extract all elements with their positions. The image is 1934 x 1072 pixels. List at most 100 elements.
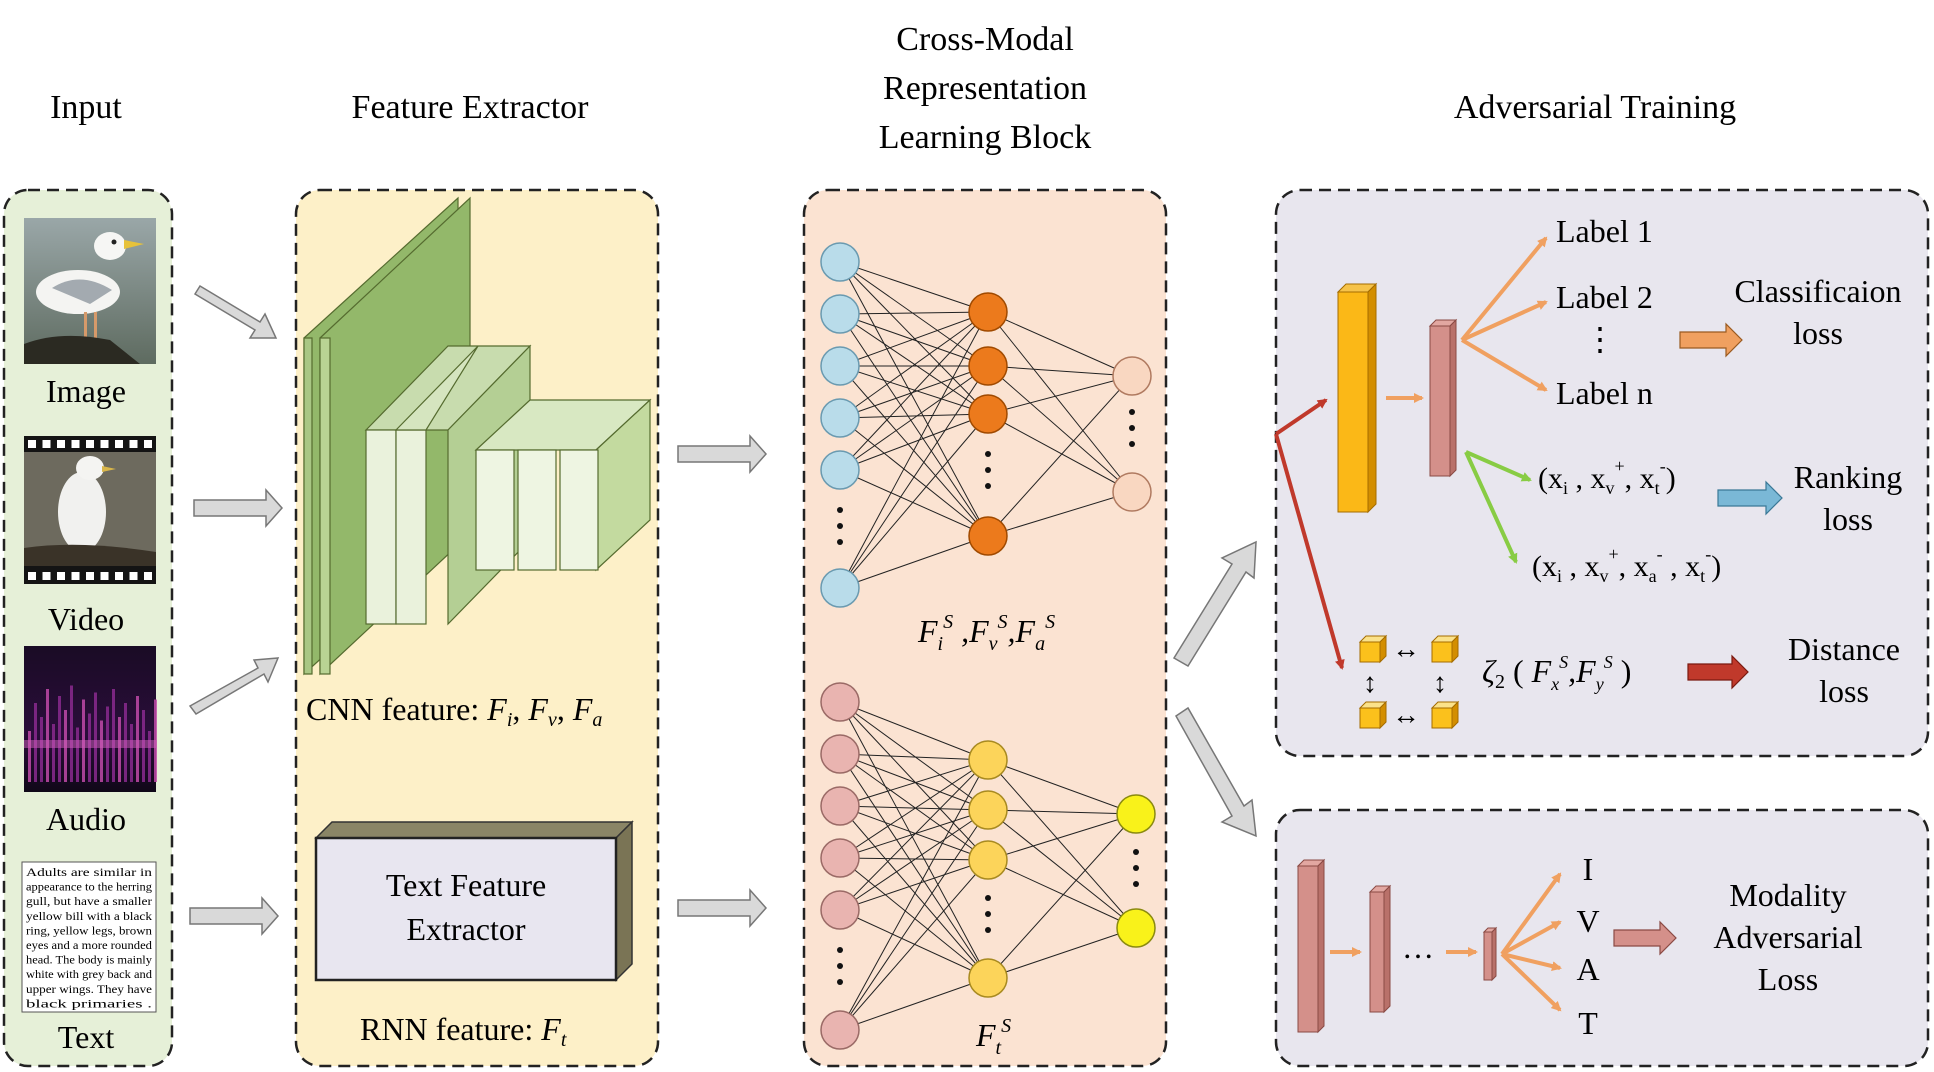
classifier-bar bbox=[1428, 318, 1458, 478]
nn-edge bbox=[987, 813, 1137, 861]
text-passage-line: white with grey back and bbox=[26, 969, 152, 981]
quad-expression: (xi , xv+, xa- , xt-) bbox=[1532, 544, 1721, 586]
nn-node bbox=[820, 838, 860, 878]
cube-arrow-bottom: ↔ bbox=[1392, 700, 1420, 731]
distance-branch-arrows bbox=[1274, 398, 1345, 670]
ranking-arrows bbox=[1464, 450, 1532, 564]
input-label-audio: Audio bbox=[46, 801, 126, 837]
header-crossmodal-2: Representation bbox=[883, 70, 1087, 107]
nn-edge bbox=[839, 759, 989, 807]
nn-ellipsis-dot bbox=[1133, 849, 1139, 855]
nn-ellipsis-dot bbox=[985, 927, 991, 933]
modality-loss-arrow bbox=[1613, 920, 1677, 956]
video-thumbnail bbox=[24, 436, 156, 584]
nn-ellipsis-dot bbox=[1133, 881, 1139, 887]
header-input: Input bbox=[50, 89, 122, 126]
nn-edge bbox=[839, 311, 989, 589]
nn-edge bbox=[839, 759, 989, 859]
text-extractor-label-2: Extractor bbox=[406, 911, 525, 947]
nn-edge bbox=[987, 375, 1133, 537]
nn-edge bbox=[839, 365, 989, 471]
nn-edge bbox=[987, 759, 1137, 929]
text-passage-line: head. The body is mainly bbox=[26, 955, 152, 967]
nn-ellipsis-dot bbox=[837, 963, 843, 969]
input-label-image: Image bbox=[46, 373, 126, 409]
header-feature-extractor: Feature Extractor bbox=[352, 89, 590, 126]
adversarial-bottom-panel bbox=[1274, 808, 1930, 1068]
modality-T: T bbox=[1578, 1005, 1598, 1041]
nn-edge bbox=[987, 375, 1133, 415]
modality-discriminator-bars bbox=[1296, 858, 1498, 1034]
nn-ellipsis-dot bbox=[985, 911, 991, 917]
nn-edge bbox=[839, 365, 989, 415]
nn-edge bbox=[987, 859, 1137, 929]
nn-edge bbox=[839, 857, 989, 979]
distance-loss-1: Distance bbox=[1788, 631, 1900, 667]
text-passage-line: Adults are similar in bbox=[26, 867, 152, 879]
text-passage-line: black primaries . bbox=[26, 998, 152, 1010]
nn-ellipsis-dot bbox=[837, 507, 843, 513]
upper-neural-network bbox=[820, 242, 1152, 608]
distance-loss-arrow bbox=[1687, 654, 1749, 690]
lower-neural-network bbox=[820, 682, 1156, 1050]
ranking-loss-arrow bbox=[1717, 480, 1783, 516]
input-label-video: Video bbox=[48, 601, 124, 637]
nn-edge bbox=[839, 261, 989, 313]
label-1: Label 1 bbox=[1556, 213, 1653, 249]
nn-edge bbox=[839, 759, 989, 1031]
nn-ellipsis-dot bbox=[837, 947, 843, 953]
nn-node bbox=[820, 242, 860, 282]
nn-node bbox=[968, 516, 1008, 556]
ranking-loss-1: Ranking bbox=[1794, 459, 1902, 495]
text-passage-line: yellow bill with a black bbox=[26, 911, 152, 923]
modality-ellipsis: … bbox=[1402, 929, 1434, 965]
nn-ellipsis-dot bbox=[837, 523, 843, 529]
cube-arrow-left: ↕ bbox=[1363, 668, 1377, 699]
nn-edge bbox=[839, 809, 989, 1031]
nn-node bbox=[820, 734, 860, 774]
lower-network-output-label: FtS bbox=[975, 1015, 1011, 1059]
nn-edge bbox=[839, 701, 989, 761]
nn-node bbox=[820, 346, 860, 386]
nn-edge bbox=[839, 311, 989, 419]
nn-edge bbox=[987, 927, 1137, 979]
nn-node bbox=[968, 958, 1008, 998]
nn-ellipsis-dot bbox=[985, 451, 991, 457]
nn-edge bbox=[839, 701, 989, 811]
label-arrows bbox=[1460, 236, 1548, 392]
header-crossmodal-3: Learning Block bbox=[879, 119, 1091, 156]
modality-loss-2: Adversarial bbox=[1713, 919, 1862, 955]
nn-edge bbox=[839, 413, 989, 419]
nn-edge bbox=[839, 313, 989, 537]
nn-edge bbox=[839, 311, 989, 367]
modality-loss-1: Modality bbox=[1729, 877, 1846, 913]
crossmodal-to-adversarial-arrows bbox=[1172, 540, 1257, 838]
nn-edge bbox=[839, 859, 989, 911]
nn-ellipsis-dot bbox=[1133, 865, 1139, 871]
nn-edge bbox=[987, 365, 1133, 377]
nn-node bbox=[820, 398, 860, 438]
nn-edge bbox=[987, 759, 1137, 815]
classification-loss-1: Classificaion bbox=[1734, 273, 1901, 309]
header-adversarial: Adversarial Training bbox=[1454, 89, 1736, 126]
image-thumbnail bbox=[24, 218, 156, 364]
ranking-loss-2: loss bbox=[1823, 501, 1873, 537]
nn-edge bbox=[839, 859, 989, 1031]
nn-edge bbox=[839, 413, 989, 471]
cnn-feature-caption: CNN feature: Fi, Fv, Fa bbox=[306, 691, 602, 731]
crossmodal-panel bbox=[802, 188, 1168, 1068]
nn-node bbox=[820, 682, 860, 722]
distance-cubes bbox=[1358, 634, 1460, 730]
nn-edge bbox=[839, 535, 989, 589]
cnn-blocks bbox=[303, 196, 652, 676]
label-2: Label 2 bbox=[1556, 279, 1653, 315]
nn-edge bbox=[987, 813, 1137, 979]
nn-ellipsis-dot bbox=[837, 979, 843, 985]
nn-edge bbox=[987, 809, 1137, 929]
nn-edge bbox=[839, 413, 989, 589]
nn-node bbox=[820, 890, 860, 930]
nn-node bbox=[820, 1010, 860, 1050]
cube bbox=[1431, 707, 1453, 729]
nn-node bbox=[820, 450, 860, 490]
